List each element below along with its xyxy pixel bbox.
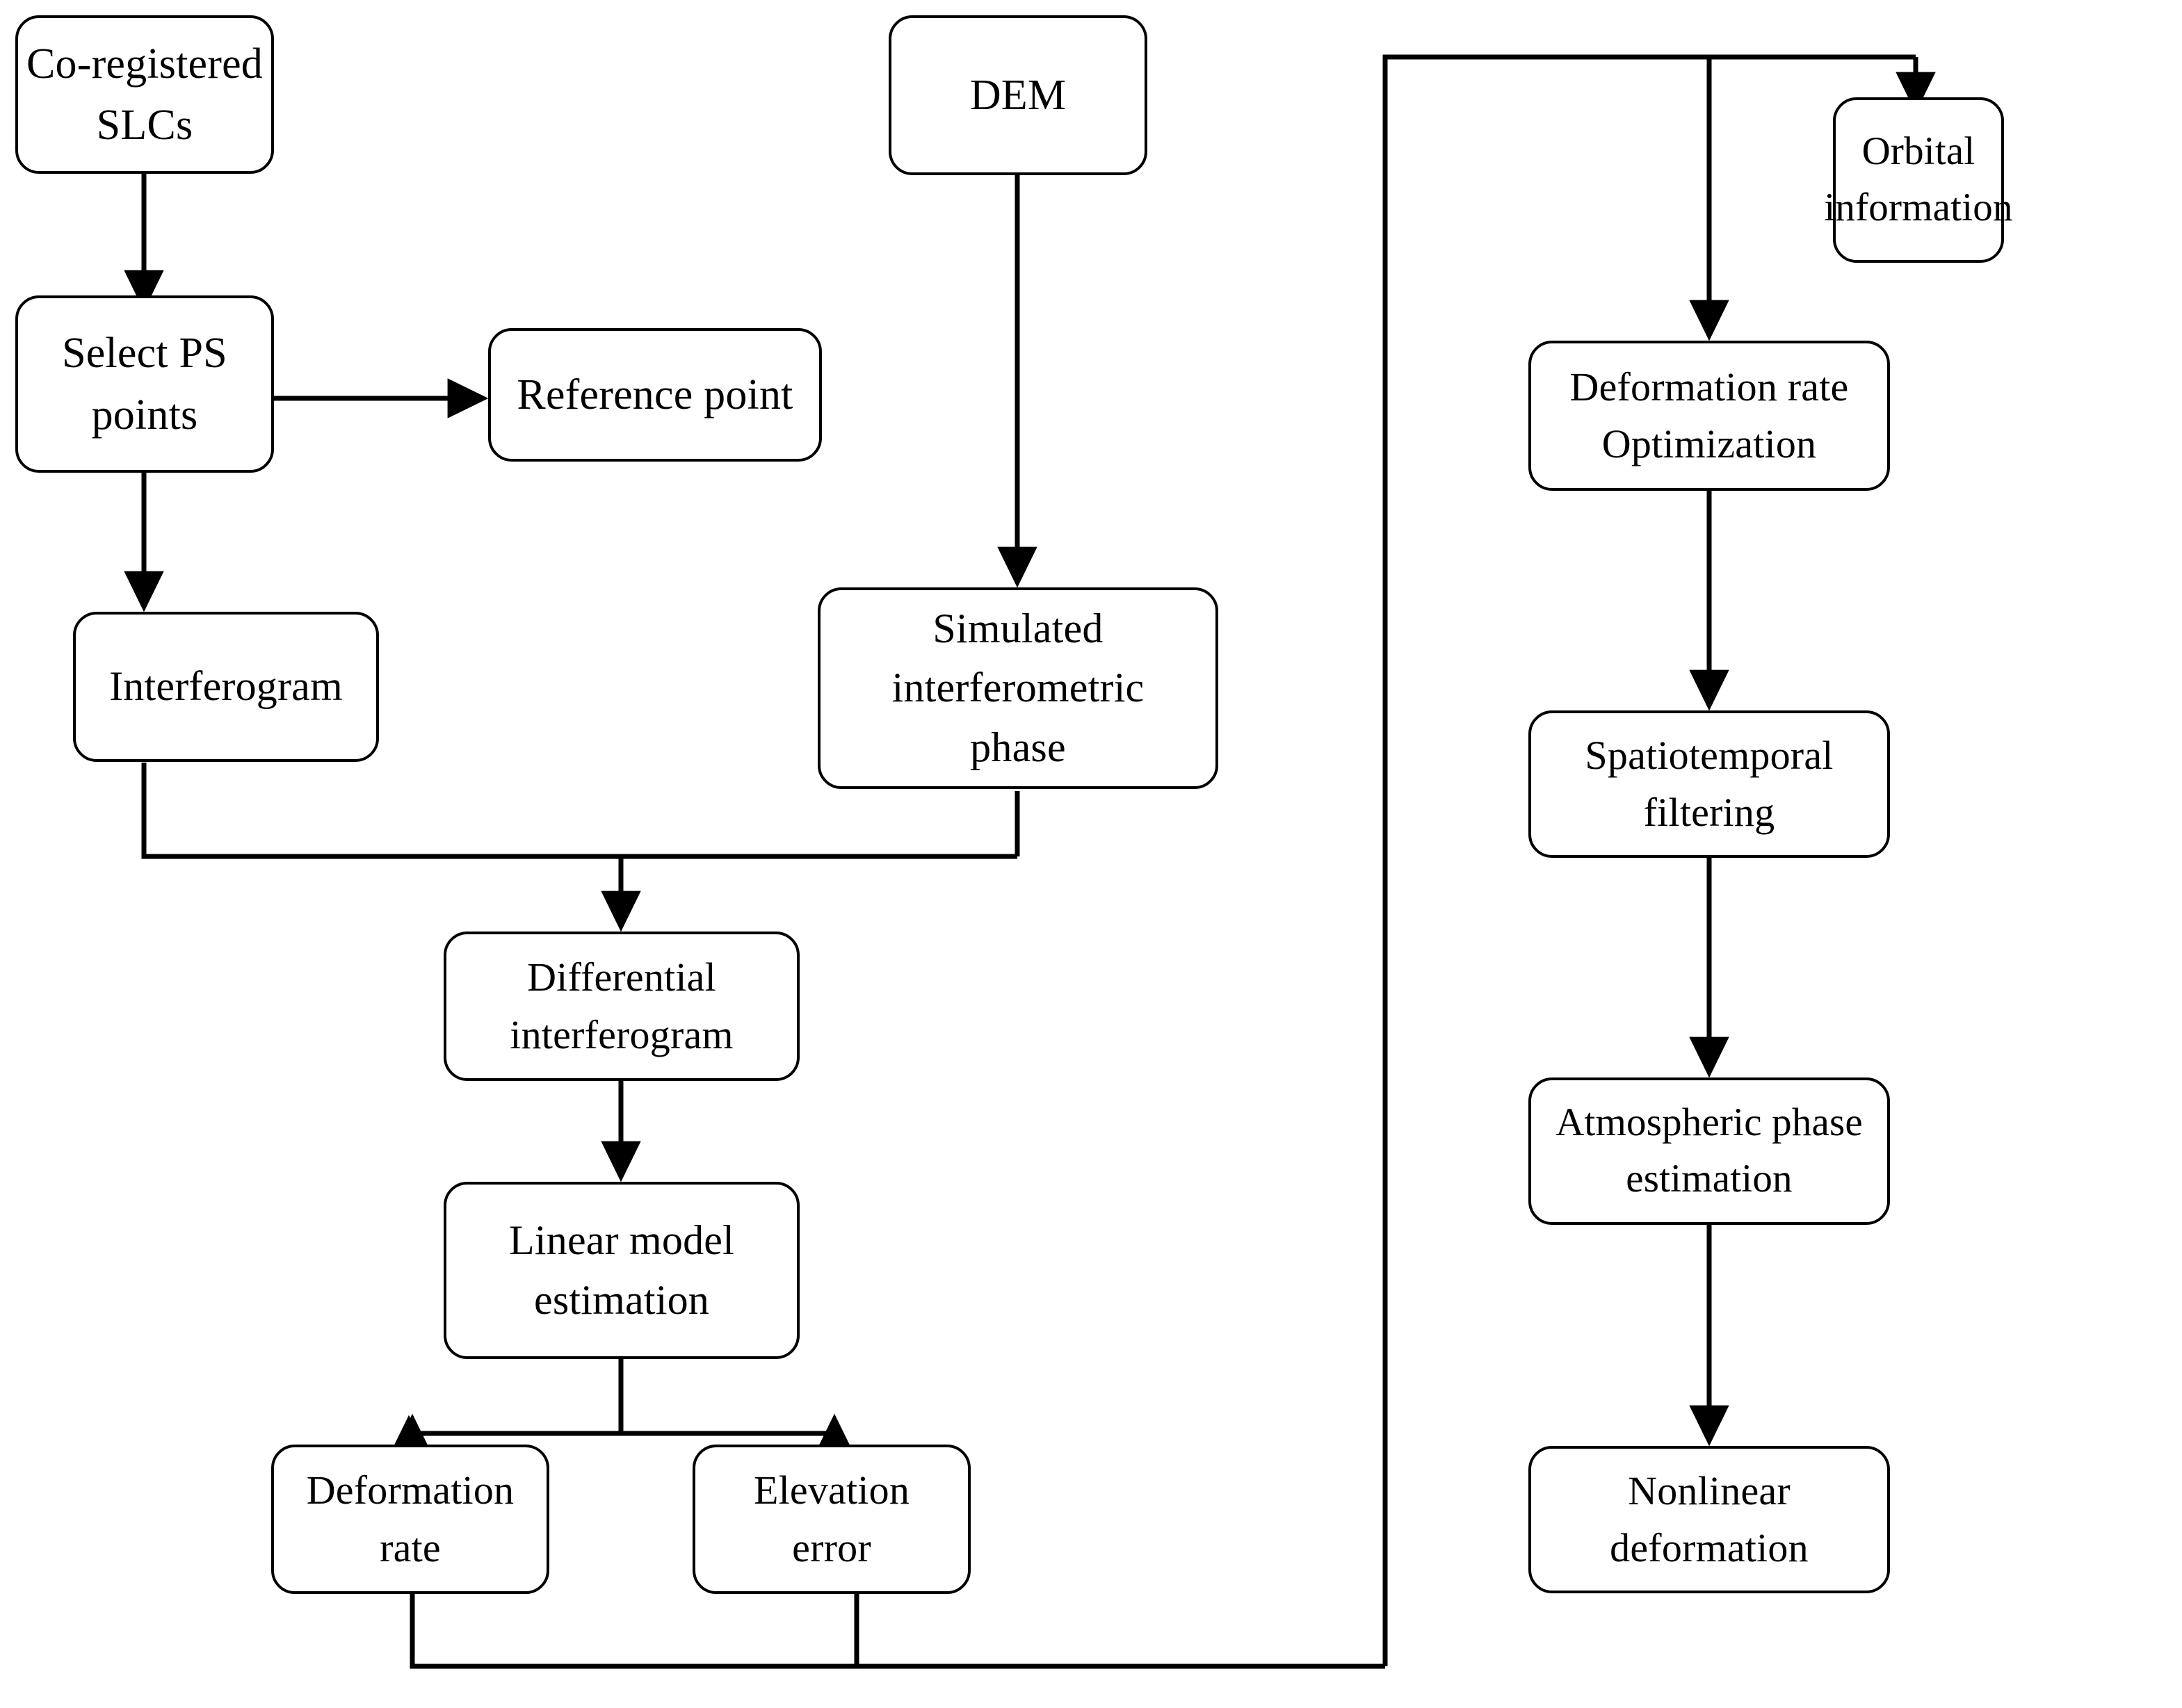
node-interferogram[interactable]: Interferogram [73,612,379,762]
feedback-bus-right-and-top [1382,54,1916,1666]
node-linear-model-estimation[interactable]: Linear model estimation [444,1182,800,1359]
node-orbital-information[interactable]: Orbital information [1824,97,2012,263]
node-elevation-error[interactable]: Elevation error [693,1445,971,1594]
node-spatiotemporal-filtering[interactable]: Spatiotemporal filtering [1528,710,1890,858]
node-reference-point[interactable]: Reference point [488,328,822,462]
node-atmospheric-phase-estimation[interactable]: Atmospheric phase estimation [1528,1077,1890,1225]
edge-deformation-rate-to-feedback-bus [410,1593,1385,1669]
node-select-ps-points[interactable]: Select PS points [15,295,274,473]
node-deformation-rate-optimization[interactable]: Deformation rate Optimization [1528,341,1890,491]
node-simulated-interferometric-phase[interactable]: Simulated interferometric phase [818,587,1218,789]
node-nonlinear-deformation[interactable]: Nonlinear deformation [1528,1446,1890,1593]
edge-interferogram-to-merge-bus [141,763,1017,859]
node-co-registered-slcs[interactable]: Co-registered SLCs [15,15,274,174]
node-differential-interferogram[interactable]: Differential interferogram [444,932,800,1081]
node-dem[interactable]: DEM [889,15,1147,175]
node-deformation-rate[interactable]: Deformation rate [271,1445,549,1594]
